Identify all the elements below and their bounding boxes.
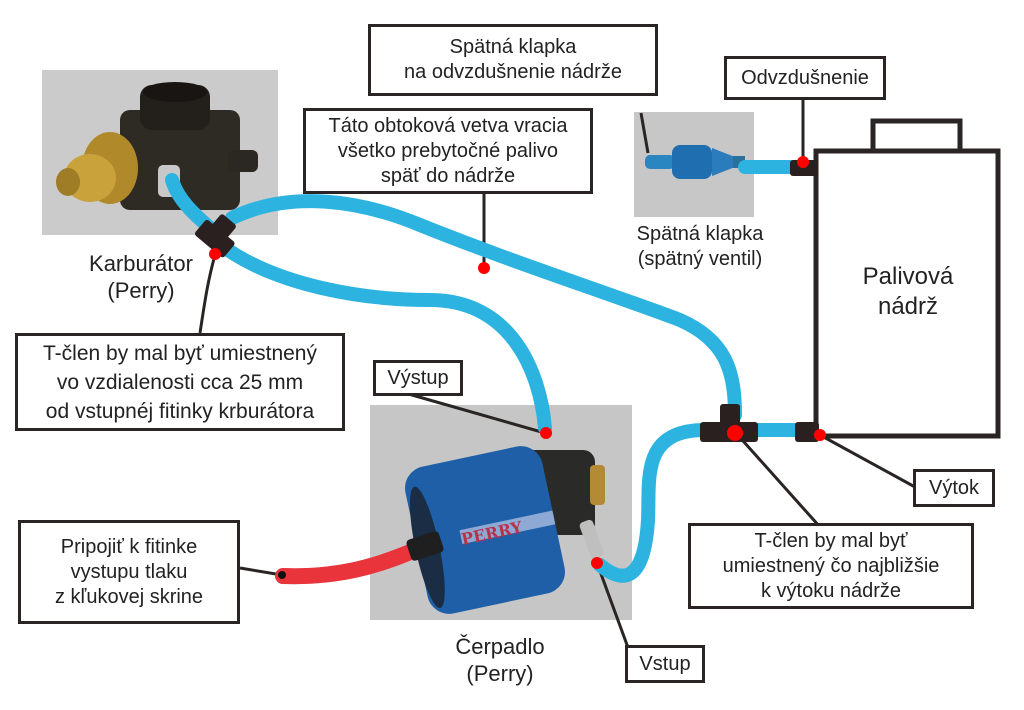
callout-text: späť do nádrže — [380, 164, 516, 187]
callout-carb-tee: T-člen by mal byť umiestnený vo vzdialen… — [15, 333, 345, 431]
callout-text: Pripojiť k fitinke — [60, 535, 198, 558]
pump-photo: PERRY — [370, 405, 632, 620]
marker-tank-tee — [727, 425, 743, 441]
leader-tank-tee — [733, 430, 822, 529]
line-pump-outlet — [221, 243, 552, 435]
markers — [209, 156, 826, 569]
crankcase-pressure-line — [275, 542, 423, 585]
callout-text: na odvzdušnenie nádrže — [404, 61, 622, 83]
fuel-tank-label-line2: nádrž — [877, 293, 939, 320]
fuel-tank — [813, 118, 1001, 439]
vent-fitting — [790, 160, 818, 176]
callout-text: k výtoku nádrže — [760, 579, 902, 602]
line-pump-inlet — [593, 423, 712, 583]
callout-text: Odvzdušnenie — [741, 66, 869, 89]
callout-text: Výstup — [387, 366, 449, 389]
pump-name: Čerpadlo — [455, 634, 545, 659]
marker-vent — [797, 156, 809, 168]
marker-pump-inlet — [591, 557, 603, 569]
carburetor-name: Karburátor — [89, 251, 193, 276]
callout-vent: Odvzdušnenie — [724, 56, 886, 100]
marker-crankcase — [278, 571, 286, 579]
check-valve-caption: Spätná klapka (spätný ventil) — [605, 222, 795, 272]
leader-pump-outlet — [404, 391, 546, 435]
leader-lines — [198, 100, 916, 654]
callout-vent-check-valve: Spätná klapka na odvzdušnenie nádrže — [368, 24, 658, 96]
callout-tank-outlet: Výtok — [913, 469, 995, 507]
marker-carb-tee — [209, 248, 221, 260]
callout-pump-inlet: Vstup — [625, 645, 705, 683]
check-valve-alt-name: (spätný ventil) — [637, 248, 763, 270]
fuel-tank-label-line1: Palivová — [862, 263, 954, 290]
callout-tank-tee: T-člen by mal byť umiestnený čo najbližš… — [688, 523, 974, 609]
callout-text: Vstup — [639, 652, 691, 675]
callout-text: umiestnený čo najbližšie — [722, 554, 940, 577]
tank-outlet-fitting — [795, 422, 819, 442]
callout-text: T-člen by mal byť — [754, 529, 908, 552]
pump-pressure-fitting — [406, 531, 444, 561]
leader-carb-tee — [198, 254, 217, 334]
carburetor-photo — [42, 70, 278, 235]
carburetor-caption: Karburátor (Perry) — [46, 250, 236, 304]
marker-tank-outlet — [814, 429, 826, 441]
check-valve-name: Spätná klapka — [636, 223, 764, 245]
pump-brand: (Perry) — [466, 661, 534, 686]
fuel-tank-label: Palivová nádrž — [820, 262, 996, 322]
carburetor-brand: (Perry) — [107, 278, 175, 303]
pump-caption: Čerpadlo (Perry) — [400, 633, 600, 687]
callout-text: Spätná klapka — [449, 36, 577, 58]
callout-pump-outlet: Výstup — [373, 360, 463, 396]
callout-crankcase: Pripojiť k fitinke vystupu tlaku z kľuko… — [18, 520, 240, 624]
leader-crankcase — [239, 566, 283, 577]
check-valve-photo — [634, 112, 754, 217]
callout-text: všetko prebytočné palivo — [337, 139, 559, 162]
callout-text: vystupu tlaku — [70, 560, 188, 583]
callout-text: od vstupnéj fitinky krburátora — [45, 399, 315, 423]
leader-tank-outlet — [819, 433, 916, 489]
callout-text: Táto obtoková vetva vracia — [328, 114, 568, 137]
callout-text: T-člen by mal byť umiestnený — [43, 341, 317, 365]
callout-bypass: Táto obtoková vetva vracia všetko prebyt… — [303, 108, 593, 194]
callout-text: vo vzdialenosti cca 25 mm — [56, 370, 304, 394]
marker-bypass — [478, 262, 490, 274]
leader-vent-check-valve — [639, 112, 650, 154]
leader-pump-inlet — [595, 562, 632, 654]
line-bypass-return — [225, 194, 742, 422]
callout-text: Výtok — [928, 476, 980, 499]
fuel-lines — [165, 160, 807, 583]
callout-text: z kľukovej skrine — [54, 585, 204, 608]
carb-tee-fitting — [195, 214, 236, 258]
marker-pump-outlet — [540, 427, 552, 439]
